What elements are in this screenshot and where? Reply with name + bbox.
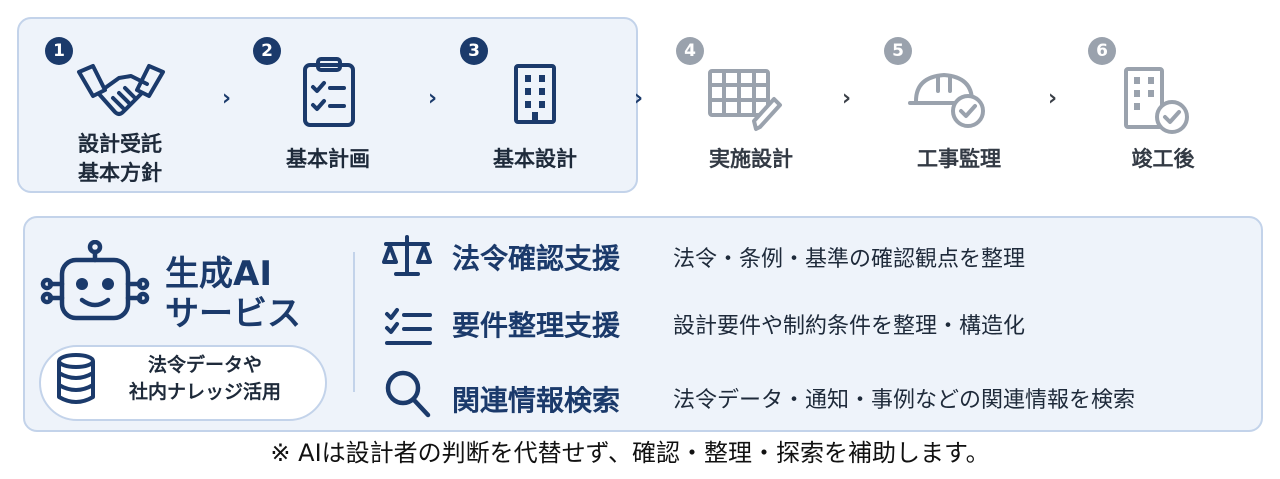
workflow-step-5: 5 工事監理: [884, 37, 1034, 192]
workflow-step-4: 4 実施設計: [676, 37, 826, 192]
robot-icon: [40, 240, 150, 321]
feature-title-search: 関連情報検索: [452, 384, 621, 417]
building-check-icon: [1124, 67, 1189, 134]
feature-title-law-check: 法令確認支援: [452, 242, 621, 275]
chevron-right-icon: ›: [428, 86, 438, 111]
workflow-step-6: 6 竣工後: [1088, 37, 1238, 192]
step-label: 実施設計: [709, 147, 793, 171]
drawing-grid-pencil-icon: [708, 69, 782, 131]
step-label: 工事監理: [917, 147, 1001, 171]
building-icon: [514, 64, 556, 124]
workflow-step-2: 2 基本計画: [253, 37, 403, 192]
workflow-step-1: 1 設計受託 基本方針: [45, 37, 195, 192]
panel-divider: [353, 252, 355, 392]
checklist-icon: [385, 308, 432, 345]
step-label: 設計受託 基本方針: [78, 132, 162, 185]
feature-desc-search: 法令データ・通知・事例などの関連情報を検索: [673, 388, 1136, 413]
search-icon: [385, 370, 431, 418]
feature-desc-law-check: 法令・条例・基準の確認観点を整理: [673, 247, 1026, 272]
workflow-step-3: 3 基本設計: [460, 37, 610, 192]
hardhat-check-icon: [908, 73, 985, 128]
chevron-right-icon: ›: [222, 86, 232, 111]
handshake-icon: [77, 64, 165, 116]
feature-title-requirements: 要件整理支援: [452, 309, 621, 342]
step-number-badge: 5: [884, 37, 912, 65]
step-number-badge: 1: [45, 37, 73, 65]
feature-desc-requirements: 設計要件や制約条件を整理・構造化: [673, 314, 1026, 339]
step-number-badge: 6: [1088, 37, 1116, 65]
chevron-right-icon: ›: [842, 86, 852, 111]
step-label: 基本計画: [286, 147, 370, 171]
step-number-badge: 4: [676, 37, 704, 65]
chevron-right-icon: ›: [1048, 86, 1058, 111]
footnote: ※ AIは設計者の判断を代替せず、確認・整理・探索を補助します。: [270, 439, 990, 467]
chevron-right-icon: ›: [634, 86, 644, 111]
step-number-badge: 2: [253, 37, 281, 65]
scales-icon: [382, 235, 432, 276]
data-source-label: 法令データや 社内ナレッジ活用: [128, 354, 281, 403]
ai-service-title: 生成AI サービス: [165, 254, 301, 334]
clipboard-checklist-icon: [303, 57, 355, 127]
database-icon: [57, 353, 95, 404]
step-number-badge: 3: [460, 37, 488, 65]
step-label: 竣工後: [1131, 147, 1195, 171]
step-label: 基本設計: [493, 147, 577, 171]
